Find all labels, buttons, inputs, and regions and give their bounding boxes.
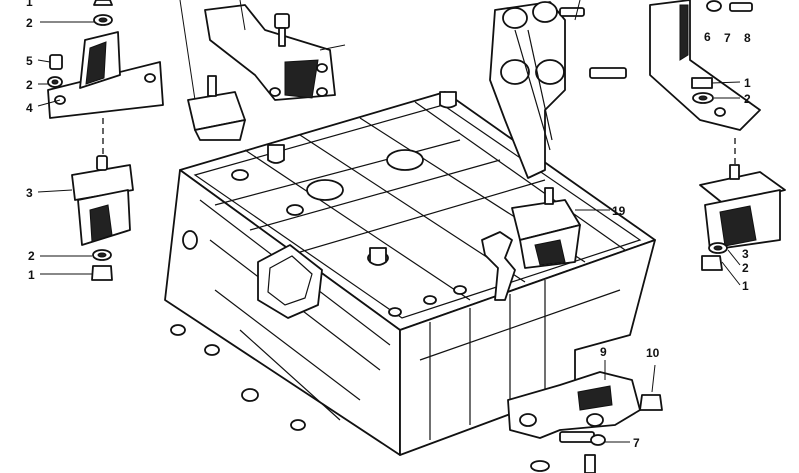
callout-label: 1 [744,76,751,90]
callout-labels: 1 2 5 2 4 3 2 1 6 7 8 1 2 19 3 2 1 9 10 … [26,0,751,450]
callout-label: 2 [26,16,33,30]
callout-label: 6 [704,30,711,44]
callout-label: 9 [600,345,607,359]
callout-label: 2 [742,261,749,275]
callout-label: 2 [744,92,751,106]
callout-label: 7 [724,31,731,45]
center-mount-assembly [179,0,346,141]
right-bracket-assembly [649,0,786,286]
callout-label: 2 [28,249,35,263]
callout-label: 3 [26,186,33,200]
callout-label: 1 [28,268,35,282]
callout-label: 1 [26,0,33,9]
upper-bracket-assembly [489,0,627,269]
engine-block [164,91,656,456]
leader-lines [37,21,94,275]
callout-label: 5 [26,54,33,68]
lower-bracket-assembly [507,360,663,473]
callout-label: 3 [742,247,749,261]
callout-label: 4 [26,101,33,115]
callout-label: 7 [633,436,640,450]
callout-label: 10 [646,346,660,360]
left-bracket-assembly [47,0,164,281]
callout-label: 1 [742,279,749,293]
callout-label: 2 [26,78,33,92]
callout-label: 19 [612,204,626,218]
callout-label: 8 [744,31,751,45]
